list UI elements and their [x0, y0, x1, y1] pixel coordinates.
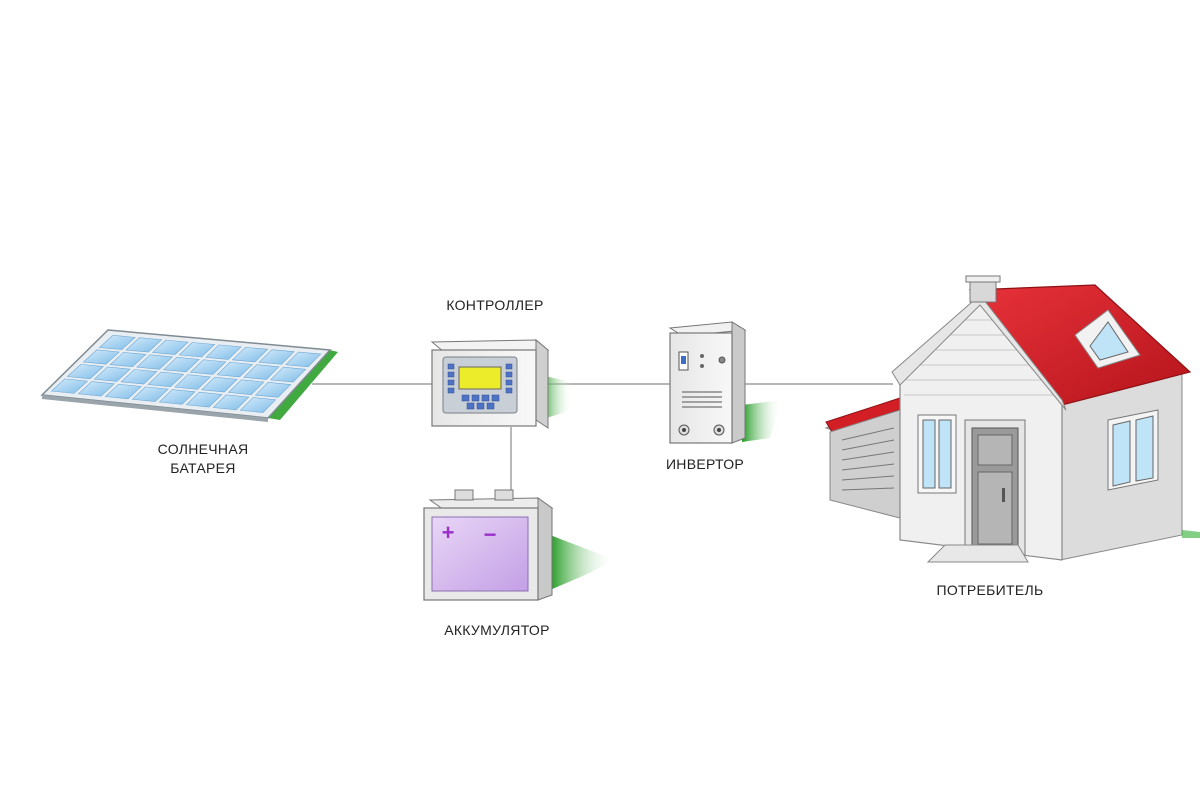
solar-cell	[162, 356, 200, 373]
solar-panel	[40, 329, 338, 422]
battery: + −	[423, 489, 615, 601]
solar-cells	[50, 335, 322, 413]
solar-cell	[66, 364, 105, 380]
solar-cell	[258, 349, 295, 365]
controller-label: КОНТРОЛЛЕР	[446, 297, 544, 313]
wires	[312, 383, 893, 500]
solar-cell	[189, 359, 227, 375]
solar-cell	[136, 354, 174, 370]
solar-cell	[178, 342, 216, 358]
solar-panel-label-line1: СОЛНЕЧНАЯ	[157, 441, 249, 457]
solar-cell	[120, 369, 158, 385]
solar-cell	[205, 344, 242, 360]
battery-label: АККУМУЛЯТОР	[444, 622, 550, 638]
controller-device	[430, 338, 572, 429]
consumer-label: ПОТРЕБИТЕЛЬ	[936, 582, 1044, 598]
solar-cell	[174, 374, 212, 390]
solar-cell	[239, 397, 277, 413]
solar-cell	[269, 366, 307, 383]
solar-cell	[216, 361, 254, 378]
solar-cell	[50, 378, 89, 394]
battery-plus-sign: +	[442, 520, 455, 545]
controller-screen	[458, 366, 502, 390]
controller-buttons	[447, 363, 513, 410]
inverter-device	[668, 321, 782, 444]
solar-cell	[243, 364, 280, 380]
solar-cell	[231, 346, 269, 363]
solar-cell	[285, 351, 322, 368]
solar-cell	[147, 371, 185, 388]
solar-cell	[185, 391, 223, 408]
battery-face	[431, 516, 529, 592]
solar-cell	[227, 379, 265, 395]
solar-cell	[93, 366, 131, 382]
solar-panel-label-line2: БАТАРЕЯ	[170, 460, 236, 476]
solar-cell	[151, 339, 189, 355]
solar-panel-label: СОЛНЕЧНАЯ БАТАРЕЯ	[140, 440, 266, 478]
solar-cell	[212, 394, 250, 411]
solar-cell	[104, 383, 142, 400]
battery-minus-sign: −	[484, 522, 497, 547]
solar-cell	[158, 389, 196, 405]
house	[824, 275, 1200, 563]
solar-cell	[98, 335, 136, 350]
solar-cell	[201, 376, 238, 393]
solar-cell	[125, 337, 163, 353]
solar-cell	[77, 381, 116, 397]
solar-cell	[82, 349, 120, 365]
solar-cell	[131, 386, 169, 402]
solar-cell	[109, 352, 147, 368]
solar-cell	[254, 382, 292, 398]
inverter-label: ИНВЕРТОР	[665, 456, 745, 472]
